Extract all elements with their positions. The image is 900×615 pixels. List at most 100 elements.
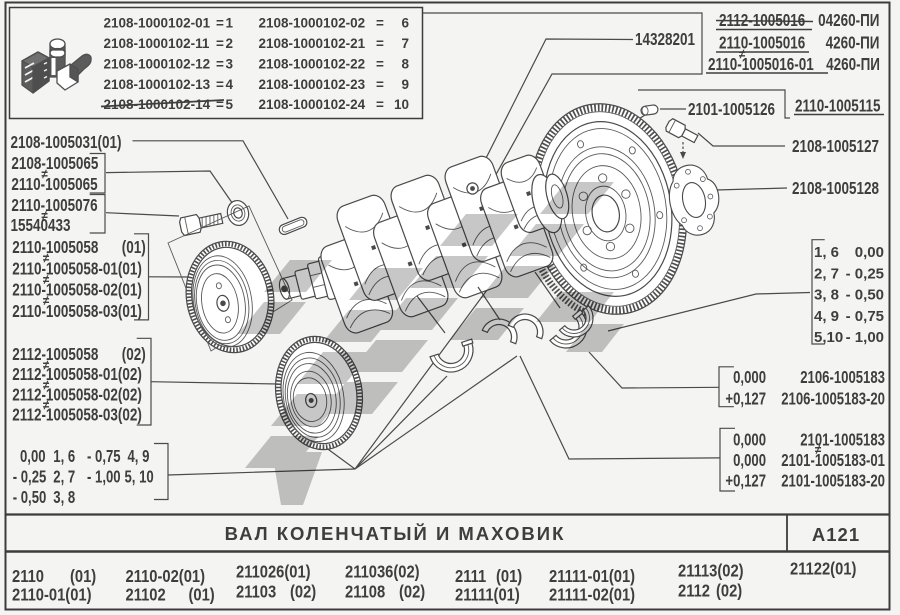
svg-text:(02): (02)	[290, 582, 316, 602]
svg-text:5,10: 5,10	[814, 329, 843, 346]
svg-text:(01): (01)	[496, 567, 522, 587]
svg-text:2112-1005058: 2112-1005058	[12, 346, 99, 365]
svg-text:- 1,00: - 1,00	[846, 329, 884, 346]
svg-text:04260-ПИ: 04260-ПИ	[818, 12, 879, 31]
svg-text:21111(01): 21111(01)	[455, 585, 520, 605]
svg-text:2106-1005183-20: 2106-1005183-20	[781, 390, 885, 409]
svg-text:2110-1005058-03(01): 2110-1005058-03(01)	[12, 302, 142, 321]
svg-text:21113(02): 21113(02)	[678, 561, 744, 581]
svg-text:≠: ≠	[43, 251, 49, 266]
svg-text:3, 8: 3, 8	[53, 489, 75, 508]
svg-text:2106-1005183: 2106-1005183	[800, 368, 885, 387]
svg-text:=: =	[376, 97, 384, 112]
svg-text:+0,127: +0,127	[725, 472, 766, 491]
svg-text:2101-1005183-01: 2101-1005183-01	[781, 451, 885, 470]
svg-text:2110-1005065: 2110-1005065	[11, 176, 98, 195]
svg-text:2108-1005127: 2108-1005127	[792, 138, 879, 157]
svg-text:=: =	[376, 16, 384, 31]
svg-text:2110-1005058-02(01): 2110-1005058-02(01)	[12, 281, 142, 300]
svg-text:9: 9	[401, 77, 409, 92]
svg-text:≠: ≠	[43, 293, 49, 308]
svg-text:2108-1005128: 2108-1005128	[792, 180, 879, 199]
svg-text:0,000: 0,000	[733, 431, 766, 450]
svg-text:2108-1000102-13: 2108-1000102-13	[104, 77, 211, 92]
svg-text:0,00: 0,00	[20, 447, 46, 466]
svg-text:- 0,75: - 0,75	[846, 308, 884, 325]
svg-text:0,000: 0,000	[733, 451, 766, 470]
svg-text:≠: ≠	[43, 398, 49, 413]
svg-text:14328201: 14328201	[635, 31, 695, 50]
svg-text:- 0,50: - 0,50	[13, 489, 47, 508]
svg-text:≠: ≠	[42, 208, 48, 223]
svg-text:2108-1005031(01): 2108-1005031(01)	[11, 134, 122, 153]
svg-text:4: 4	[225, 77, 233, 92]
svg-text:2110-1005076: 2110-1005076	[11, 197, 98, 216]
svg-text:=: =	[216, 16, 224, 31]
svg-text:≠: ≠	[42, 166, 48, 181]
svg-text:21111-01(01): 21111-01(01)	[549, 567, 635, 587]
svg-text:(02): (02)	[122, 346, 146, 365]
svg-text:7: 7	[401, 36, 409, 51]
svg-text:2108-1000102-02: 2108-1000102-02	[259, 16, 366, 31]
svg-text:+0,127: +0,127	[725, 390, 766, 409]
svg-text:15540433: 15540433	[11, 217, 71, 236]
svg-text:2108-1000102-21: 2108-1000102-21	[259, 36, 366, 51]
svg-text:2110-02(01): 2110-02(01)	[126, 567, 206, 587]
svg-text:=: =	[216, 77, 224, 92]
svg-text:2, 7: 2, 7	[814, 265, 839, 282]
svg-text:1, 6: 1, 6	[814, 244, 839, 261]
svg-text:2112-1005058-01(02): 2112-1005058-01(02)	[12, 366, 142, 385]
svg-text:21103: 21103	[236, 582, 276, 602]
svg-text:5, 10: 5, 10	[125, 468, 154, 487]
svg-text:≠: ≠	[739, 47, 745, 62]
svg-text:21108: 21108	[345, 582, 385, 602]
svg-text:1, 6: 1, 6	[53, 447, 75, 466]
svg-text:2108-1005065: 2108-1005065	[11, 155, 98, 174]
svg-text:3: 3	[225, 56, 233, 71]
svg-text:=: =	[376, 56, 384, 71]
svg-text:A121: A121	[812, 524, 860, 545]
svg-text:4, 9: 4, 9	[814, 308, 839, 325]
svg-text:2108-1000102-01: 2108-1000102-01	[104, 16, 211, 31]
svg-text:2110-1005016-01: 2110-1005016-01	[708, 56, 814, 75]
svg-text:ВАЛ КОЛЕНЧАТЫЙ И МАХОВИК: ВАЛ КОЛЕНЧАТЫЙ И МАХОВИК	[225, 523, 566, 544]
svg-text:(01): (01)	[189, 585, 215, 605]
svg-text:1: 1	[225, 16, 233, 31]
svg-text:2108-1000102-12: 2108-1000102-12	[104, 56, 211, 71]
svg-text:- 0,50: - 0,50	[846, 287, 884, 304]
svg-text:2110-01(01): 2110-01(01)	[12, 585, 92, 605]
svg-text:2101-1005183-20: 2101-1005183-20	[781, 472, 885, 491]
svg-text:2108-1000102-11: 2108-1000102-11	[104, 36, 210, 51]
svg-text:=: =	[216, 36, 224, 51]
svg-text:2112-1005058-02(02): 2112-1005058-02(02)	[12, 386, 142, 405]
svg-text:2101-1005183: 2101-1005183	[800, 431, 885, 450]
svg-text:211036(02): 211036(02)	[345, 562, 420, 582]
svg-text:211026(01): 211026(01)	[236, 562, 311, 582]
svg-text:=: =	[216, 56, 224, 71]
svg-text:10: 10	[394, 97, 409, 112]
svg-text:2111: 2111	[455, 567, 486, 587]
svg-text:2108-1000102-23: 2108-1000102-23	[259, 77, 366, 92]
svg-text:2112-1005058-03(02): 2112-1005058-03(02)	[12, 406, 142, 425]
svg-text:(02): (02)	[399, 582, 425, 602]
svg-text:5: 5	[225, 97, 233, 112]
svg-text:4260-ПИ: 4260-ПИ	[826, 34, 880, 53]
svg-text:- 0,75: - 0,75	[87, 447, 121, 466]
svg-text:0,00: 0,00	[855, 244, 884, 261]
svg-text:4, 9: 4, 9	[128, 447, 150, 466]
svg-text:(01): (01)	[70, 567, 96, 587]
svg-text:3, 8: 3, 8	[814, 287, 839, 304]
svg-text:2108-1000102-22: 2108-1000102-22	[259, 56, 366, 71]
svg-text:≠: ≠	[43, 357, 49, 372]
svg-text:(02): (02)	[716, 581, 742, 601]
svg-text:2112: 2112	[678, 581, 710, 601]
svg-text:21122(01): 21122(01)	[790, 559, 856, 579]
svg-text:2110-1005058-01(01): 2110-1005058-01(01)	[12, 260, 142, 279]
svg-text:2110: 2110	[12, 567, 44, 587]
svg-text:2110-1005016: 2110-1005016	[719, 34, 806, 53]
svg-text:2101-1005126: 2101-1005126	[688, 101, 775, 120]
svg-text:=: =	[216, 97, 224, 112]
svg-text:21111-02(01): 21111-02(01)	[549, 585, 635, 605]
svg-text:2110-1005058: 2110-1005058	[12, 239, 99, 258]
svg-text:≠: ≠	[43, 378, 49, 393]
